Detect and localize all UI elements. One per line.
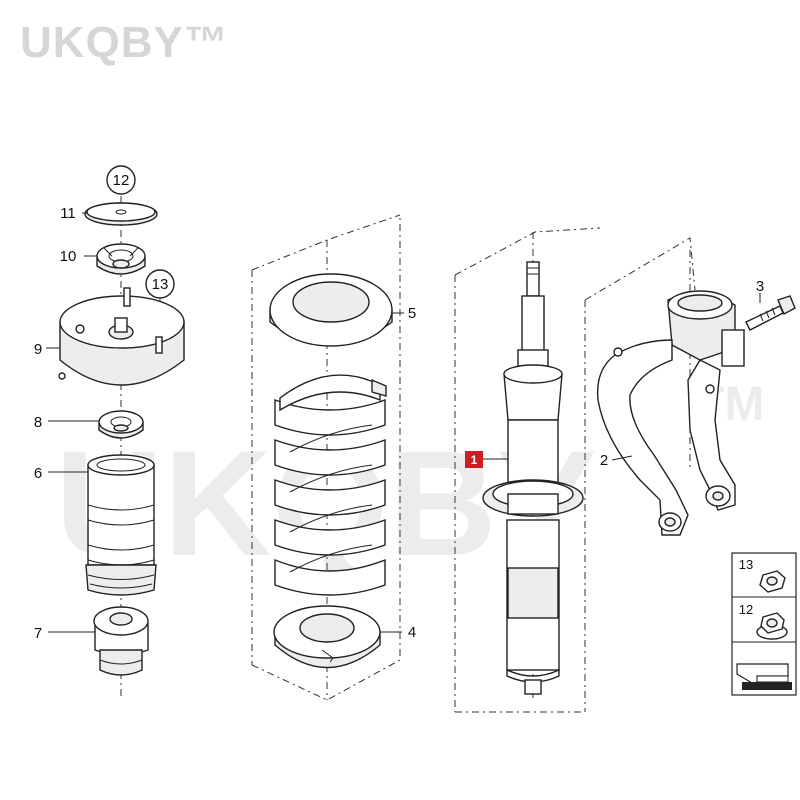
part-9-strut-mount [58,287,185,386]
callout-1: 1 [471,453,478,467]
part-3-bolt [745,295,796,331]
leader-2 [611,455,633,461]
callout-12: 12 [113,172,130,189]
part-5-upper-spring-pad [269,273,393,347]
hex-nut-icon [759,570,786,593]
flange-nut-icon [756,612,788,640]
callout-12-circle [106,165,136,195]
knuckle-group-frame [584,237,696,712]
part-2-swivel-bearing [596,290,745,536]
callout-9: 9 [34,341,42,358]
coil-spring [274,374,387,596]
callout-10: 10 [60,248,77,265]
callout-4: 4 [408,624,416,641]
part-4-lower-spring-pad [273,605,381,669]
callout-3: 3 [756,278,764,295]
callout-7: 7 [34,625,42,642]
direction-arrow-icon [736,663,792,690]
callout-6: 6 [34,465,42,482]
callout-8: 8 [34,414,42,431]
part-7-bump-stop [93,606,149,676]
part-8-bushing [98,410,144,439]
part-1-shock-absorber [482,261,584,695]
callout-2: 2 [600,452,608,469]
callout-11: 11 [60,205,76,222]
part-11-washer [84,202,158,226]
brand-logo: UKQBY™ [20,18,229,67]
legend-label-13: 13 [739,557,753,572]
callout-5: 5 [408,305,416,322]
strut-group-frame [454,227,601,713]
callout-1-box [465,451,483,468]
part-10-bearing [96,243,146,275]
part-6-dust-boot [85,454,157,596]
legend-label-12: 12 [739,602,753,617]
callout-13: 13 [152,276,169,293]
